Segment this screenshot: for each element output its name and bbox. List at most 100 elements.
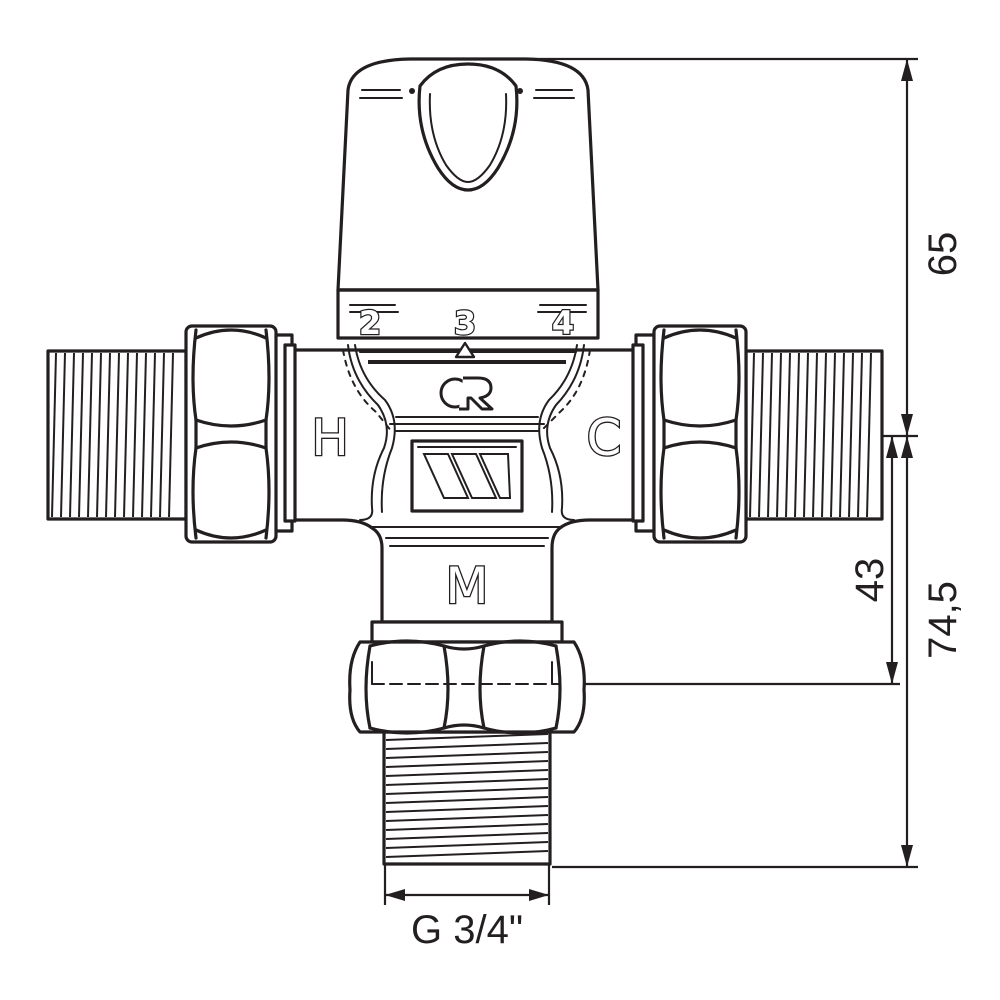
bottom-union-nut xyxy=(348,640,586,734)
thread-ridge xyxy=(385,733,549,741)
bottom-thread-ridges xyxy=(385,733,549,858)
left-collar-ring-inner xyxy=(283,343,297,523)
body-right-contour xyxy=(546,344,585,521)
thread-ridge xyxy=(803,352,809,518)
thread-ridge xyxy=(385,742,549,750)
thread-ridge xyxy=(821,352,827,518)
knob-detail-dot xyxy=(517,88,523,94)
arrowhead xyxy=(886,436,898,458)
thread-ridge xyxy=(767,352,773,518)
thread-ridge xyxy=(385,769,549,777)
brand-plate-stripe xyxy=(422,453,470,499)
right-nut-facet xyxy=(659,446,741,540)
thread-ridge xyxy=(749,352,755,518)
arrowhead xyxy=(886,662,898,684)
left-union xyxy=(184,324,297,544)
right-threaded-inlet xyxy=(744,349,884,521)
knob-scale-2: 2 xyxy=(359,304,381,342)
temperature-control-knob[interactable]: 2 3 4 xyxy=(336,57,600,343)
arrowhead xyxy=(529,889,549,901)
thread-ridge xyxy=(51,352,57,518)
thread-ridge xyxy=(385,760,549,768)
thread-ridge xyxy=(830,352,836,518)
port-label-cold: C xyxy=(587,409,622,467)
knob-detail-dot xyxy=(409,88,415,94)
thread-ridge xyxy=(105,352,111,518)
brand-plate-frame xyxy=(410,439,524,513)
dimension-label-74-5: 74,5 xyxy=(921,581,965,659)
dimension-label-thread: G 3/4" xyxy=(411,908,523,952)
thread-ridge xyxy=(848,352,854,518)
thread-ridge xyxy=(385,841,549,849)
thread-ridge xyxy=(168,352,174,518)
thread-ridge xyxy=(758,352,764,518)
thread-ridge xyxy=(114,352,120,518)
thread-ridge xyxy=(385,805,549,813)
thread-ridge xyxy=(812,352,818,518)
thread-ridge xyxy=(785,352,791,518)
hidden-line xyxy=(342,349,393,433)
bottom-nut-curve xyxy=(368,639,558,735)
thread-ridge xyxy=(96,352,102,518)
arrowhead xyxy=(901,436,913,458)
thread-ridge xyxy=(385,787,549,795)
left-nut-facet xyxy=(191,446,271,540)
bottom-nut-facet xyxy=(478,644,562,730)
left-thread-ridges xyxy=(51,352,174,518)
thread-ridge xyxy=(385,832,549,840)
thread-ridge xyxy=(794,352,800,518)
thread-ridge xyxy=(385,751,549,759)
thread-ridge xyxy=(385,778,549,786)
thread-ridge xyxy=(159,352,165,518)
set-point-triangle-icon xyxy=(454,341,476,359)
right-union-nut xyxy=(652,324,748,544)
thread-ridge xyxy=(385,823,549,831)
port-label-mixed: M xyxy=(445,557,488,615)
left-union-nut xyxy=(184,324,278,544)
thread-ridge xyxy=(69,352,75,518)
thread-ridge xyxy=(123,352,129,518)
hidden-line xyxy=(539,349,591,433)
bottom-nut-facet xyxy=(364,644,450,730)
thread-ridge xyxy=(60,352,66,518)
right-nut-facet xyxy=(659,328,741,422)
thread-ridge xyxy=(87,352,93,518)
arrowhead xyxy=(901,59,913,81)
bottom-collar-ring xyxy=(370,620,564,644)
right-collar-ring-inner xyxy=(631,343,645,523)
bottom-threaded-outlet xyxy=(382,730,552,866)
brand-plate-stripe xyxy=(478,453,512,499)
knob-scale-3: 3 xyxy=(454,304,476,342)
thread-ridge xyxy=(776,352,782,518)
thread-ridge xyxy=(132,352,138,518)
brand-logo-letter xyxy=(459,376,494,411)
body-left-contour-inner xyxy=(354,344,396,513)
thread-ridge xyxy=(150,352,156,518)
dimension-label-65: 65 xyxy=(921,232,965,277)
arrowhead xyxy=(901,414,913,436)
thread-ridge xyxy=(866,352,872,518)
knob-scale-4: 4 xyxy=(552,304,574,342)
right-nut-curve xyxy=(662,328,738,540)
port-label-hot: H xyxy=(311,409,349,467)
thread-ridge xyxy=(385,850,549,858)
left-nut-curve xyxy=(194,328,268,540)
body-left-contour xyxy=(347,344,388,521)
brand-plate-icon xyxy=(410,439,524,513)
knob-grip-inner xyxy=(428,93,508,184)
arrowhead xyxy=(901,845,913,867)
left-nut-facet xyxy=(191,328,271,422)
thread-ridge xyxy=(78,352,84,518)
body-right-contour-inner xyxy=(538,344,578,513)
thread-ridge xyxy=(839,352,845,518)
brand-logo-icon xyxy=(439,376,494,411)
left-threaded-inlet xyxy=(46,349,188,521)
arrowhead xyxy=(385,889,405,901)
thread-ridge xyxy=(385,814,549,822)
right-union xyxy=(631,324,748,544)
thread-ridge xyxy=(141,352,147,518)
thread-ridge xyxy=(857,352,863,518)
right-thread-ridges xyxy=(749,352,872,518)
knob-cap[interactable] xyxy=(336,57,600,292)
